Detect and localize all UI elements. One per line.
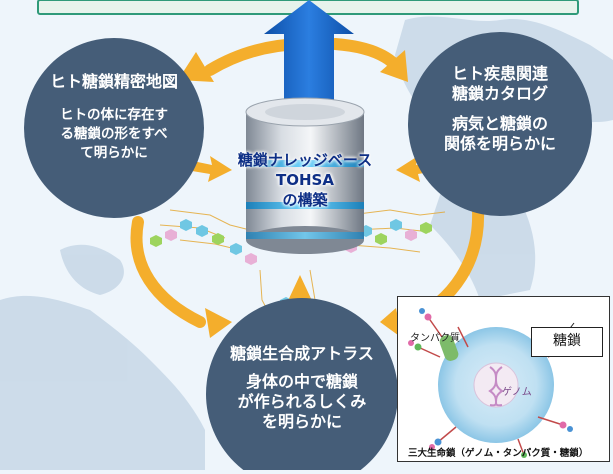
- glycan-label-box: 糖鎖: [531, 327, 603, 357]
- left-circle-desc-3: て明らかに: [80, 145, 148, 161]
- database-label-1: 糖鎖ナレッジベース: [237, 151, 373, 169]
- bottom-circle: [206, 298, 398, 474]
- genome-label: ゲノム: [502, 387, 532, 398]
- arrow-top-right: [329, 38, 398, 68]
- life-chains-inset: タンパク質 糖鎖 ゲノム 三大生命鎖（ゲノム・タンパク質・糖鎖）: [397, 296, 610, 462]
- left-circle-text: ヒト糖鎖精密地図 ヒトの体に存在す る糖鎖の形をすべ て明らかに: [30, 72, 198, 163]
- right-circle-title-2: 糖鎖カタログ: [451, 84, 548, 103]
- protein-icon: [439, 335, 459, 361]
- database-label: 糖鎖ナレッジベース TOHSA の構築: [200, 150, 410, 210]
- arrow-lower-left: [130, 216, 206, 328]
- right-circle-text: ヒト疾患関連 糖鎖カタログ 病気と糖鎖の 関係を明らかに: [420, 64, 580, 154]
- inset-caption: 三大生命鎖（ゲノム・タンパク質・糖鎖）: [408, 448, 589, 459]
- right-circle-desc-2: 関係を明らかに: [443, 134, 556, 153]
- left-circle: [24, 38, 204, 218]
- up-arrow: [264, 0, 354, 100]
- right-circle-title-1: ヒト疾患関連: [451, 64, 548, 83]
- bottom-circle-desc-1: 身体の中で糖鎖: [245, 372, 358, 391]
- glycan-label: 糖鎖: [553, 333, 581, 349]
- bottom-circle-desc-3: を明らかに: [261, 412, 342, 431]
- left-circle-desc-1: ヒトの体に存在す: [60, 107, 168, 123]
- bottom-circle-text: 糖鎖生合成アトラス 身体の中で糖鎖 が作られるしくみ を明らかに: [212, 344, 392, 432]
- bottom-circle-title: 糖鎖生合成アトラス: [230, 344, 374, 363]
- database-icon: [245, 97, 365, 254]
- right-circle-desc-1: 病気と糖鎖の: [451, 114, 548, 133]
- database-label-2: TOHSA: [276, 171, 334, 189]
- right-circle: [408, 32, 592, 216]
- left-circle-title: ヒト糖鎖精密地図: [49, 72, 178, 91]
- left-circle-desc-2: る糖鎖の形をすべ: [60, 126, 168, 142]
- protein-label: タンパク質: [410, 333, 460, 344]
- cell-illustration: [408, 308, 580, 458]
- bottom-circle-desc-2: が作られるしくみ: [237, 392, 367, 411]
- database-label-3: の構築: [282, 191, 328, 209]
